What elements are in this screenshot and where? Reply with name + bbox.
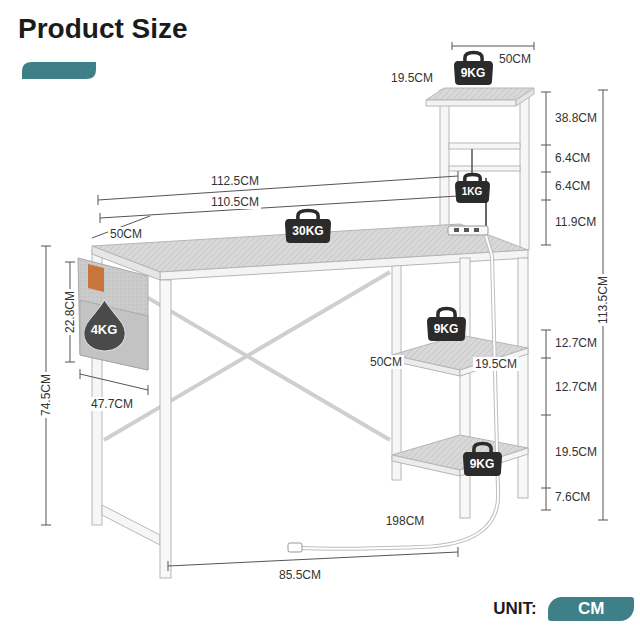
kettlebell-body bbox=[463, 452, 502, 476]
dimension-label: 50CM bbox=[497, 52, 533, 66]
dimension-lines bbox=[41, 42, 608, 571]
dimension-label: 198CM bbox=[384, 514, 427, 528]
dimension-label: 38.8CM bbox=[553, 111, 599, 125]
node-text: 9KG bbox=[454, 66, 493, 80]
dimension-label: 12.7CM bbox=[553, 380, 599, 394]
node-text: CM bbox=[578, 598, 604, 620]
unit-label: UNIT: bbox=[491, 599, 538, 619]
dimension-label: 113.5CM bbox=[596, 274, 610, 326]
dimension-label: 19.5CM bbox=[473, 357, 519, 371]
dimension-label: 19.5CM bbox=[553, 445, 599, 459]
dimension-label: 47.7CM bbox=[89, 397, 135, 411]
dimension-label: 112.5CM bbox=[209, 174, 261, 188]
node-text: 9KG bbox=[463, 457, 502, 471]
dimension-label: 6.4CM bbox=[553, 151, 592, 165]
power-cord bbox=[288, 236, 498, 552]
dimension-label: 11.9CM bbox=[553, 215, 598, 229]
kettlebell-body bbox=[454, 61, 493, 85]
kettlebell-body bbox=[285, 219, 331, 243]
dimension-label: 85.5CM bbox=[277, 568, 323, 582]
dimension-label: 74.5CM bbox=[39, 372, 53, 418]
dimension-label: 19.5CM bbox=[389, 71, 435, 85]
desk-frame-front bbox=[160, 258, 528, 578]
kettlebell-weight: 1KG bbox=[455, 173, 490, 203]
kettlebell-weight: 9KG bbox=[427, 307, 466, 341]
kettlebell-body bbox=[455, 181, 490, 203]
node-text: 9KG bbox=[427, 322, 466, 336]
dimension-label: 12.7CM bbox=[553, 336, 599, 350]
dimension-label: 7.6CM bbox=[553, 490, 592, 504]
dimension-label: 110.5CM bbox=[209, 195, 261, 209]
kettlebell-body bbox=[427, 317, 466, 341]
unit-badge: CM bbox=[548, 597, 634, 621]
dimension-label: 50CM bbox=[368, 355, 404, 369]
kettlebell-weight: 30KG bbox=[285, 209, 331, 243]
kettlebell-weight: 9KG bbox=[454, 51, 493, 85]
storage-bag bbox=[78, 258, 148, 370]
title-accent bbox=[22, 62, 96, 79]
node-text: 4KG bbox=[81, 322, 128, 337]
dimension-label: 50CM bbox=[108, 227, 144, 241]
dimension-label: 6.4CM bbox=[553, 179, 592, 193]
weight-drop-icon: 4KG bbox=[81, 299, 128, 352]
page-title: Product Size bbox=[18, 13, 188, 45]
dimension-label: 22.8CM bbox=[63, 289, 77, 335]
node-text: 30KG bbox=[285, 224, 331, 238]
kettlebell-weight: 9KG bbox=[463, 442, 502, 476]
node-text: 1KG bbox=[455, 186, 490, 198]
